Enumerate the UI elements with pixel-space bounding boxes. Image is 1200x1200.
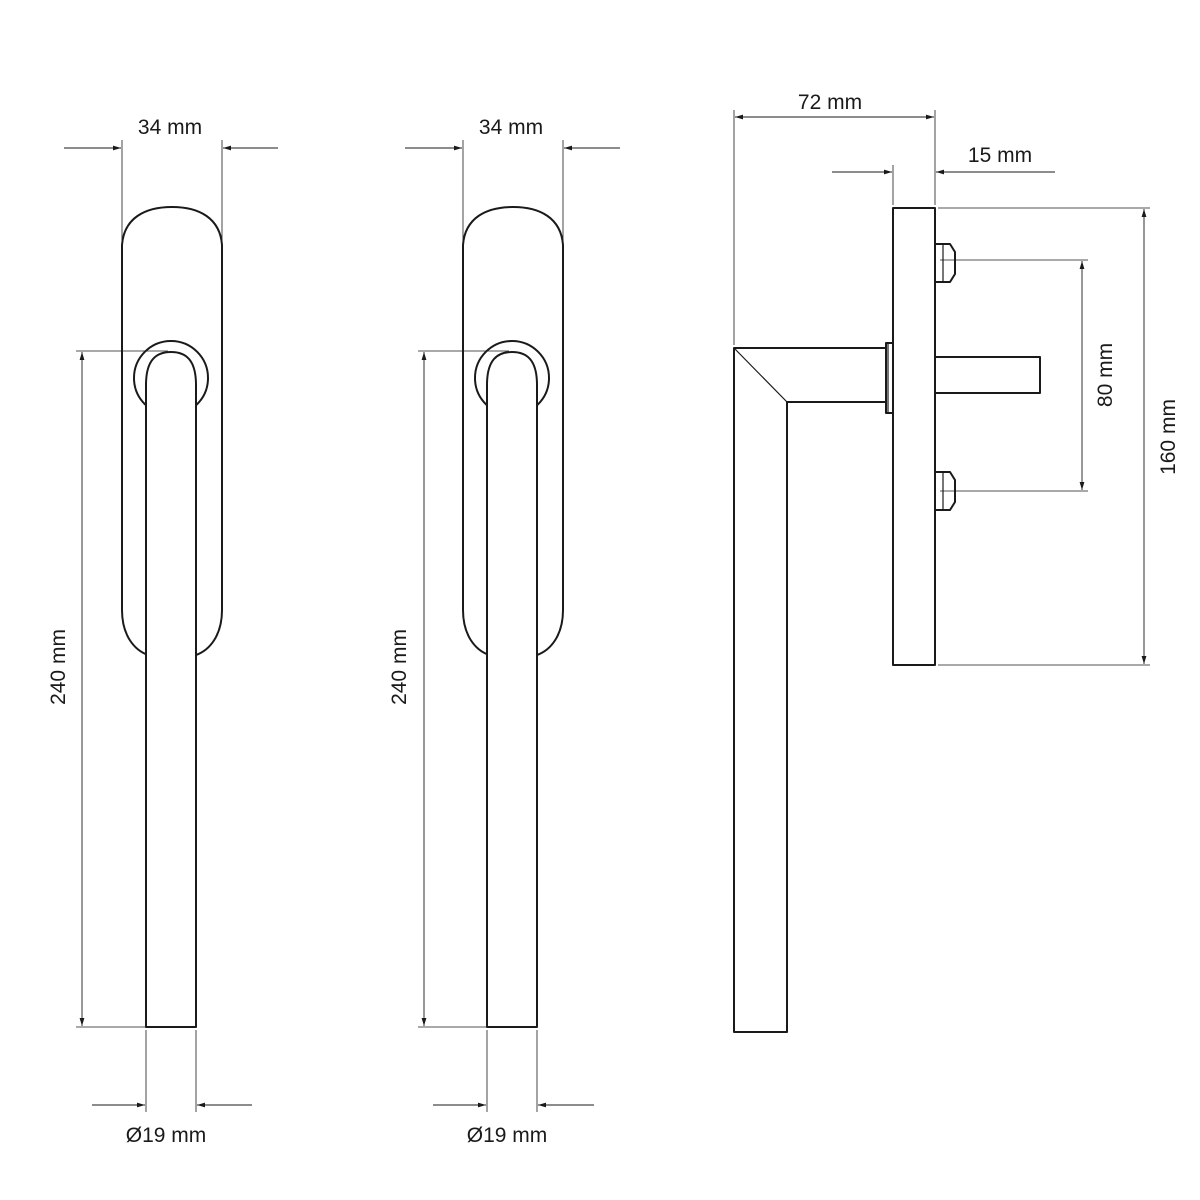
side-view: 72 mm 15 mm 80 mm 160 mm <box>733 91 1180 1033</box>
plate-height-label: 160 mm <box>1157 399 1180 475</box>
spacing-label: 80 mm <box>1094 343 1117 407</box>
plate-label: 15 mm <box>968 144 1032 167</box>
spindle <box>934 356 1041 394</box>
diameter-label-right: Ø19 mm <box>467 1124 548 1147</box>
width-label-left: 34 mm <box>138 116 202 139</box>
front-view-left: 34 mm 240 mm Ø19 mm <box>47 116 278 1147</box>
handle-lever-left <box>145 351 197 1028</box>
rosette-plate-left <box>121 206 223 656</box>
height-label-right: 240 mm <box>388 629 411 705</box>
lever-bevel-line <box>733 347 788 403</box>
rosette-plate-right <box>462 206 564 656</box>
handle-lever-side <box>733 347 887 1033</box>
handle-collar <box>885 342 894 414</box>
diameter-label-left: Ø19 mm <box>126 1124 207 1147</box>
front-view-right: 34 mm 240 mm Ø19 mm <box>388 116 620 1147</box>
handle-lever-right <box>486 351 538 1028</box>
width-label-right: 34 mm <box>479 116 543 139</box>
screw-top <box>934 243 956 283</box>
depth-label: 72 mm <box>798 91 862 114</box>
mounting-plate <box>892 207 936 666</box>
height-label-left: 240 mm <box>47 629 70 705</box>
